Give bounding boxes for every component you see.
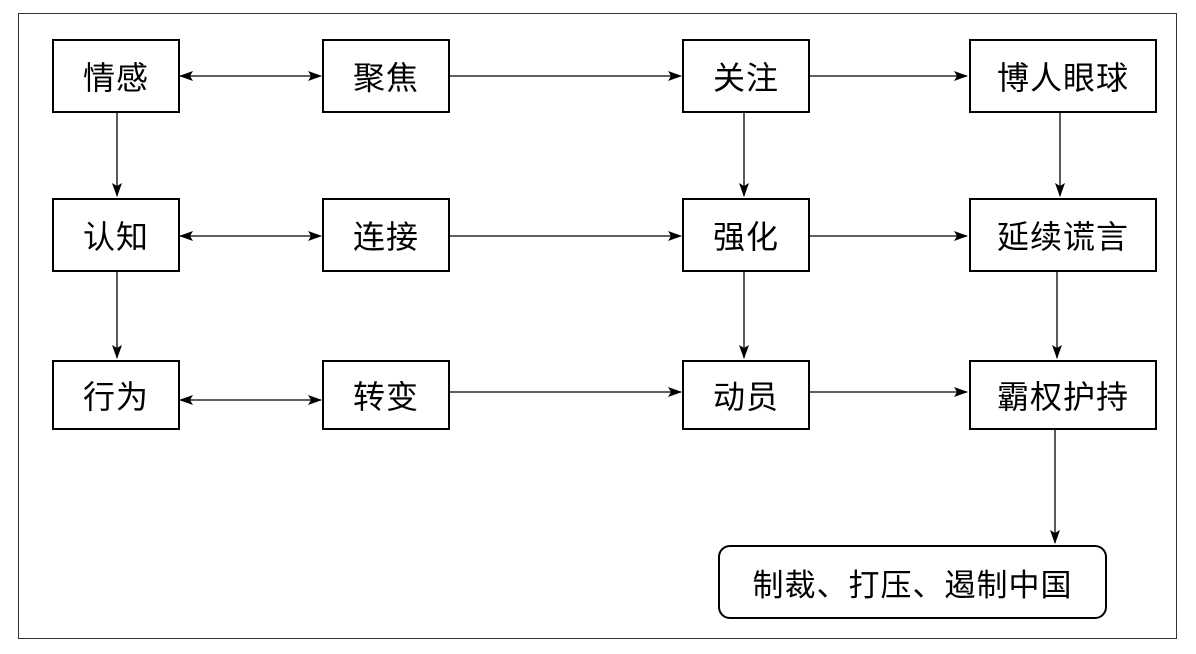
node-emotion: 情感 — [52, 39, 180, 113]
diagram-frame — [18, 13, 1177, 639]
node-cognition: 认知 — [52, 198, 180, 272]
node-eyeball: 博人眼球 — [969, 39, 1157, 113]
node-mobilize: 动员 — [682, 360, 810, 430]
node-behavior: 行为 — [52, 360, 180, 430]
node-change: 转变 — [322, 360, 450, 430]
node-connection: 连接 — [322, 198, 450, 272]
node-hegemony: 霸权护持 — [969, 360, 1157, 430]
node-focus: 聚焦 — [322, 39, 450, 113]
node-outcome: 制裁、打压、遏制中国 — [718, 545, 1107, 619]
node-attention: 关注 — [682, 39, 810, 113]
node-reinforce: 强化 — [682, 198, 810, 272]
node-lie: 延续谎言 — [969, 198, 1157, 272]
